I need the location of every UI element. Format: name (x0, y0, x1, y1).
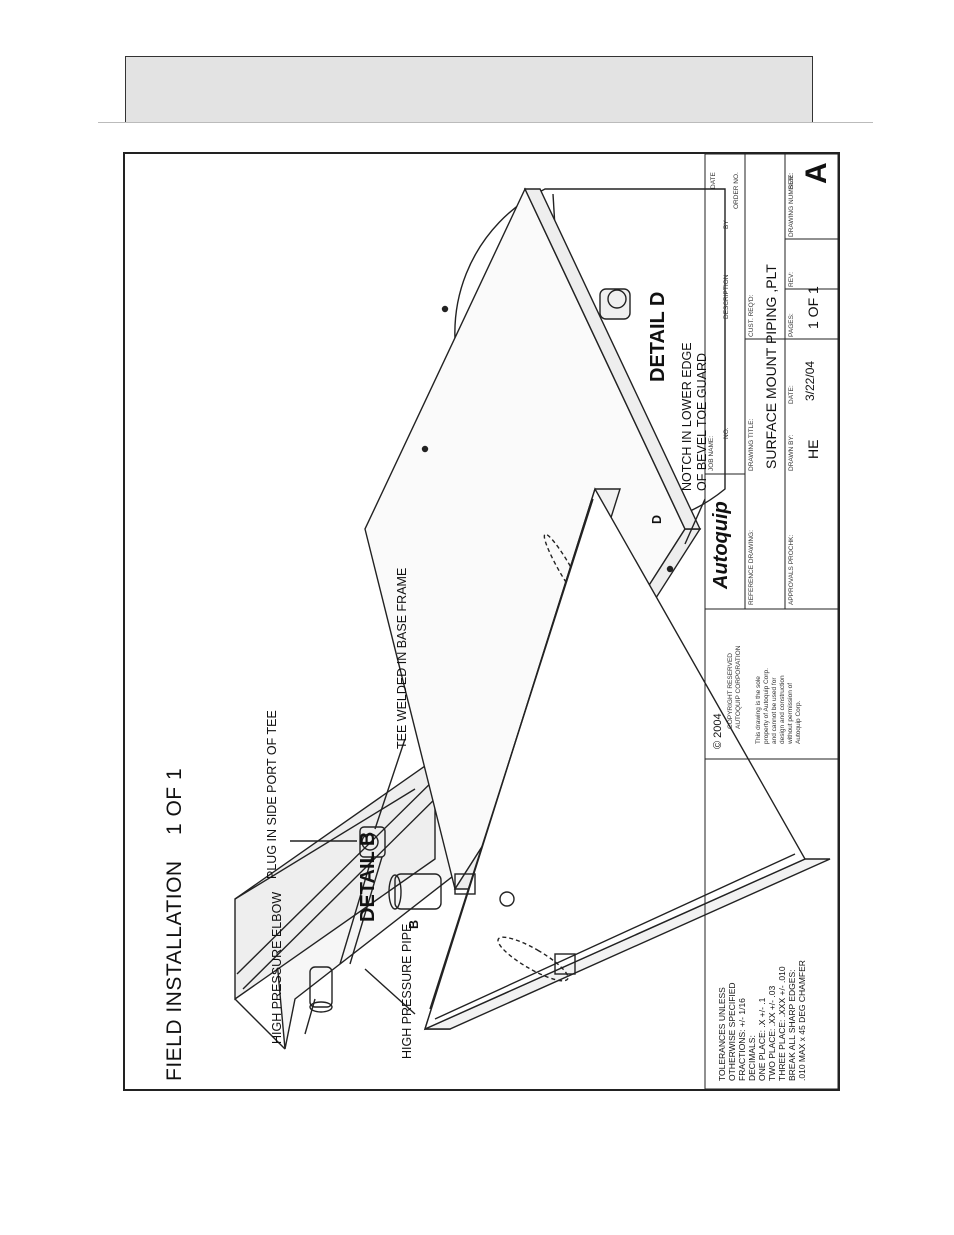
by-column-label: BY (723, 220, 730, 229)
reference-drawing-label: REFERENCE DRAWING: (748, 530, 755, 605)
drawing-sheet: FIELD INSTALLATION 1 OF 1 HIGH PRESSURE … (123, 152, 840, 1091)
date-label: DATE: (788, 385, 795, 404)
label-notch-2: OF BEVEL TOE GUARD (695, 352, 709, 491)
detail-b-title: DETAIL B (357, 831, 379, 922)
date-value: 3/22/04 (803, 360, 817, 401)
header-divider (98, 122, 873, 123)
title-block (704, 154, 838, 1089)
no-column-label: NO. (723, 427, 730, 439)
copyright-year: © 2004 (712, 713, 724, 749)
ownership-notice: This drawing is the sole property of Aut… (755, 668, 802, 744)
base-frame-view (423, 487, 831, 1031)
label-high-pressure-pipe: HIGH PRESSURE PIPE (400, 923, 414, 1059)
pages-label: PAGES: (788, 313, 795, 337)
tolerances-block: TOLERANCES UNLESS OTHERWISE SPECIFIED FR… (717, 960, 807, 1081)
size-value: A (800, 162, 833, 184)
date-column-label: DATE (710, 172, 717, 189)
drawn-by-label: DRAWN BY: (788, 434, 795, 471)
drawing-title-label: DRAWING TITLE: (748, 418, 755, 471)
order-no-label: ORDER NO. (733, 172, 740, 209)
page-heading: FIELD INSTALLATION 1 OF 1 (163, 767, 186, 1081)
cust-reqd-label: CUST. REQ'D: (748, 294, 755, 337)
drawn-by-value: HE (805, 439, 821, 459)
drawing-svg (234, 154, 838, 1089)
autoquip-logo: Autoquip (710, 501, 732, 589)
size-label: SIZE: (788, 172, 795, 189)
approvals-label: APPROVALS PROCHK: (788, 534, 795, 605)
callout-b: B (407, 919, 421, 929)
header-banner (125, 56, 813, 123)
label-notch-1: NOTCH IN LOWER EDGE (680, 342, 694, 491)
detail-d-title: DETAIL D (647, 291, 669, 382)
label-plug-in-side-port: PLUG IN SIDE PORT OF TEE (265, 710, 279, 879)
label-tee-welded: TEE WELDED IN BASE FRAME (395, 567, 409, 749)
rev-label: REV: (788, 272, 795, 287)
label-high-pressure-elbow: HIGH PRESSURE ELBOW (270, 891, 284, 1044)
callout-d: D (650, 514, 664, 524)
description-column-label: DESCRIPTION (723, 274, 730, 319)
job-name-label: JOB NAME: (708, 435, 715, 471)
drawing-canvas: FIELD INSTALLATION 1 OF 1 HIGH PRESSURE … (125, 154, 838, 1089)
copyright-line-1: COPYRIGHT RESERVED (727, 653, 734, 729)
drawing-title-value: SURFACE MOUNT PIPING ,PLT (763, 264, 779, 469)
copyright-line-2: AUTOQUIP CORPORATION (735, 645, 742, 729)
detail-b-view (234, 757, 481, 1050)
pages-value: 1 OF 1 (805, 286, 821, 329)
